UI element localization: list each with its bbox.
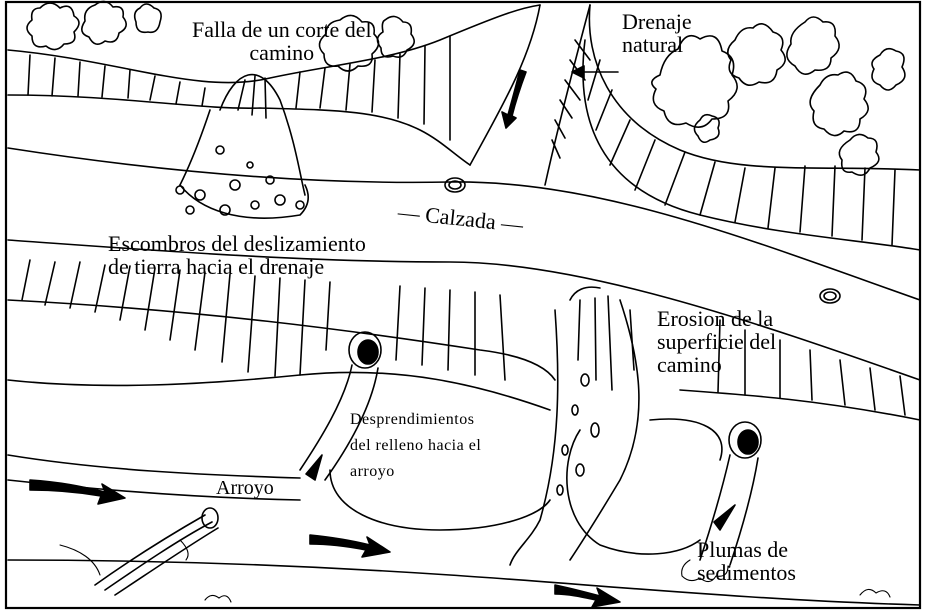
- label-road-surface-erosion: Erosion de la superficie del camino: [657, 307, 776, 376]
- label-fill-failure: Desprendimientos del relleno hacia el ar…: [350, 407, 481, 485]
- cut-failure-slump: [176, 75, 308, 219]
- plume-flow-arrow: [714, 505, 735, 530]
- label-road-surface-erosion-line1: Erosion de la: [657, 307, 776, 330]
- label-sediment-plume-line1: Plumas de: [697, 538, 796, 561]
- label-natural-drainage-line2: natural: [622, 33, 692, 56]
- bush-bottom-left: [205, 595, 231, 602]
- label-debris-line1: Escombros del deslizamiento: [108, 232, 366, 255]
- label-sediment-plume: Plumas de sedimentos: [697, 538, 796, 584]
- natural-drainage-channel: [470, 5, 590, 185]
- fallen-log: [60, 508, 218, 595]
- label-natural-drainage: Drenaje natural: [622, 10, 692, 56]
- label-cut-failure-line1: Falla de un corte del: [192, 18, 372, 41]
- label-cut-failure: Falla de un corte del camino: [192, 18, 372, 64]
- label-debris-line2: de tierra hacia el drenaje: [108, 255, 366, 278]
- culvert-inlets: [445, 178, 840, 303]
- label-road-surface-erosion-line2: superficie del: [657, 330, 776, 353]
- stream-flow-arrows: [30, 480, 620, 607]
- label-fill-failure-line3: arroyo: [350, 459, 481, 485]
- label-natural-drainage-line1: Drenaje: [622, 10, 692, 33]
- label-stream: Arroyo: [216, 478, 274, 499]
- frame: [6, 2, 920, 608]
- label-debris: Escombros del deslizamiento de tierra ha…: [108, 232, 366, 278]
- label-road-surface-erosion-line3: camino: [657, 353, 776, 376]
- lower-fill-slope: [8, 260, 920, 420]
- bush-bottom-right: [860, 589, 890, 597]
- gully-erosion: [510, 287, 639, 565]
- outfall-flow-arrow: [306, 455, 322, 480]
- label-fill-failure-line2: del relleno hacia el: [350, 433, 481, 459]
- label-fill-failure-line1: Desprendimientos: [350, 407, 481, 433]
- label-stream-text: Arroyo: [216, 477, 274, 499]
- label-sediment-plume-line2: sedimentos: [697, 561, 796, 584]
- label-cut-failure-line2: camino: [192, 41, 372, 64]
